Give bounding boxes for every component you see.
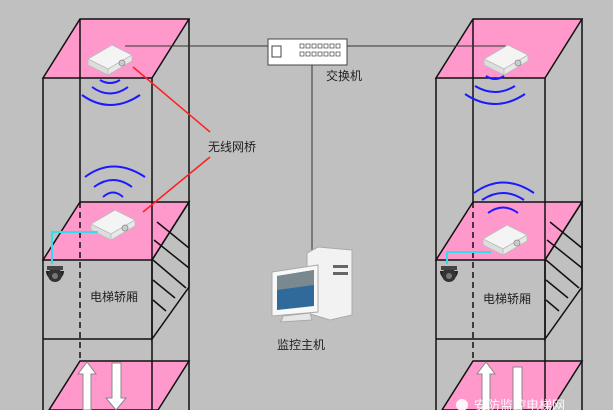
bridge-pointer-lines: [132, 66, 211, 213]
switch-label: 交换机: [326, 69, 363, 83]
wifi-signal-icon: [473, 181, 535, 214]
dome-camera-icon: [440, 266, 458, 282]
down-arrow-icon: [512, 366, 523, 410]
camera-cable: [51, 231, 98, 264]
monitor-host-computer-icon: [271, 246, 353, 323]
wireless-bridge-label: 无线网桥: [208, 140, 257, 154]
wifi-signal-icon: [81, 79, 141, 106]
up-arrow-icon: [476, 361, 496, 410]
network-cables: [125, 45, 510, 250]
right-elevator-shaft: [434, 18, 584, 410]
camera-cable: [446, 251, 491, 264]
dome-camera-icon: [46, 266, 64, 282]
network-switch: [267, 38, 348, 66]
wifi-signal-icon: [464, 75, 526, 105]
elevator-car-label-left: 电梯轿厢: [90, 290, 139, 304]
watermark-logo: 安防监控电梯网: [456, 398, 565, 410]
svg-text:安防监控电梯网: 安防监控电梯网: [474, 398, 565, 410]
monitor-host-label: 监控主机: [277, 338, 326, 352]
elevator-car-label-right: 电梯轿厢: [483, 292, 532, 306]
wifi-signal-icon: [84, 165, 146, 198]
down-arrow-icon: [104, 362, 128, 410]
up-arrow-icon: [77, 361, 97, 410]
